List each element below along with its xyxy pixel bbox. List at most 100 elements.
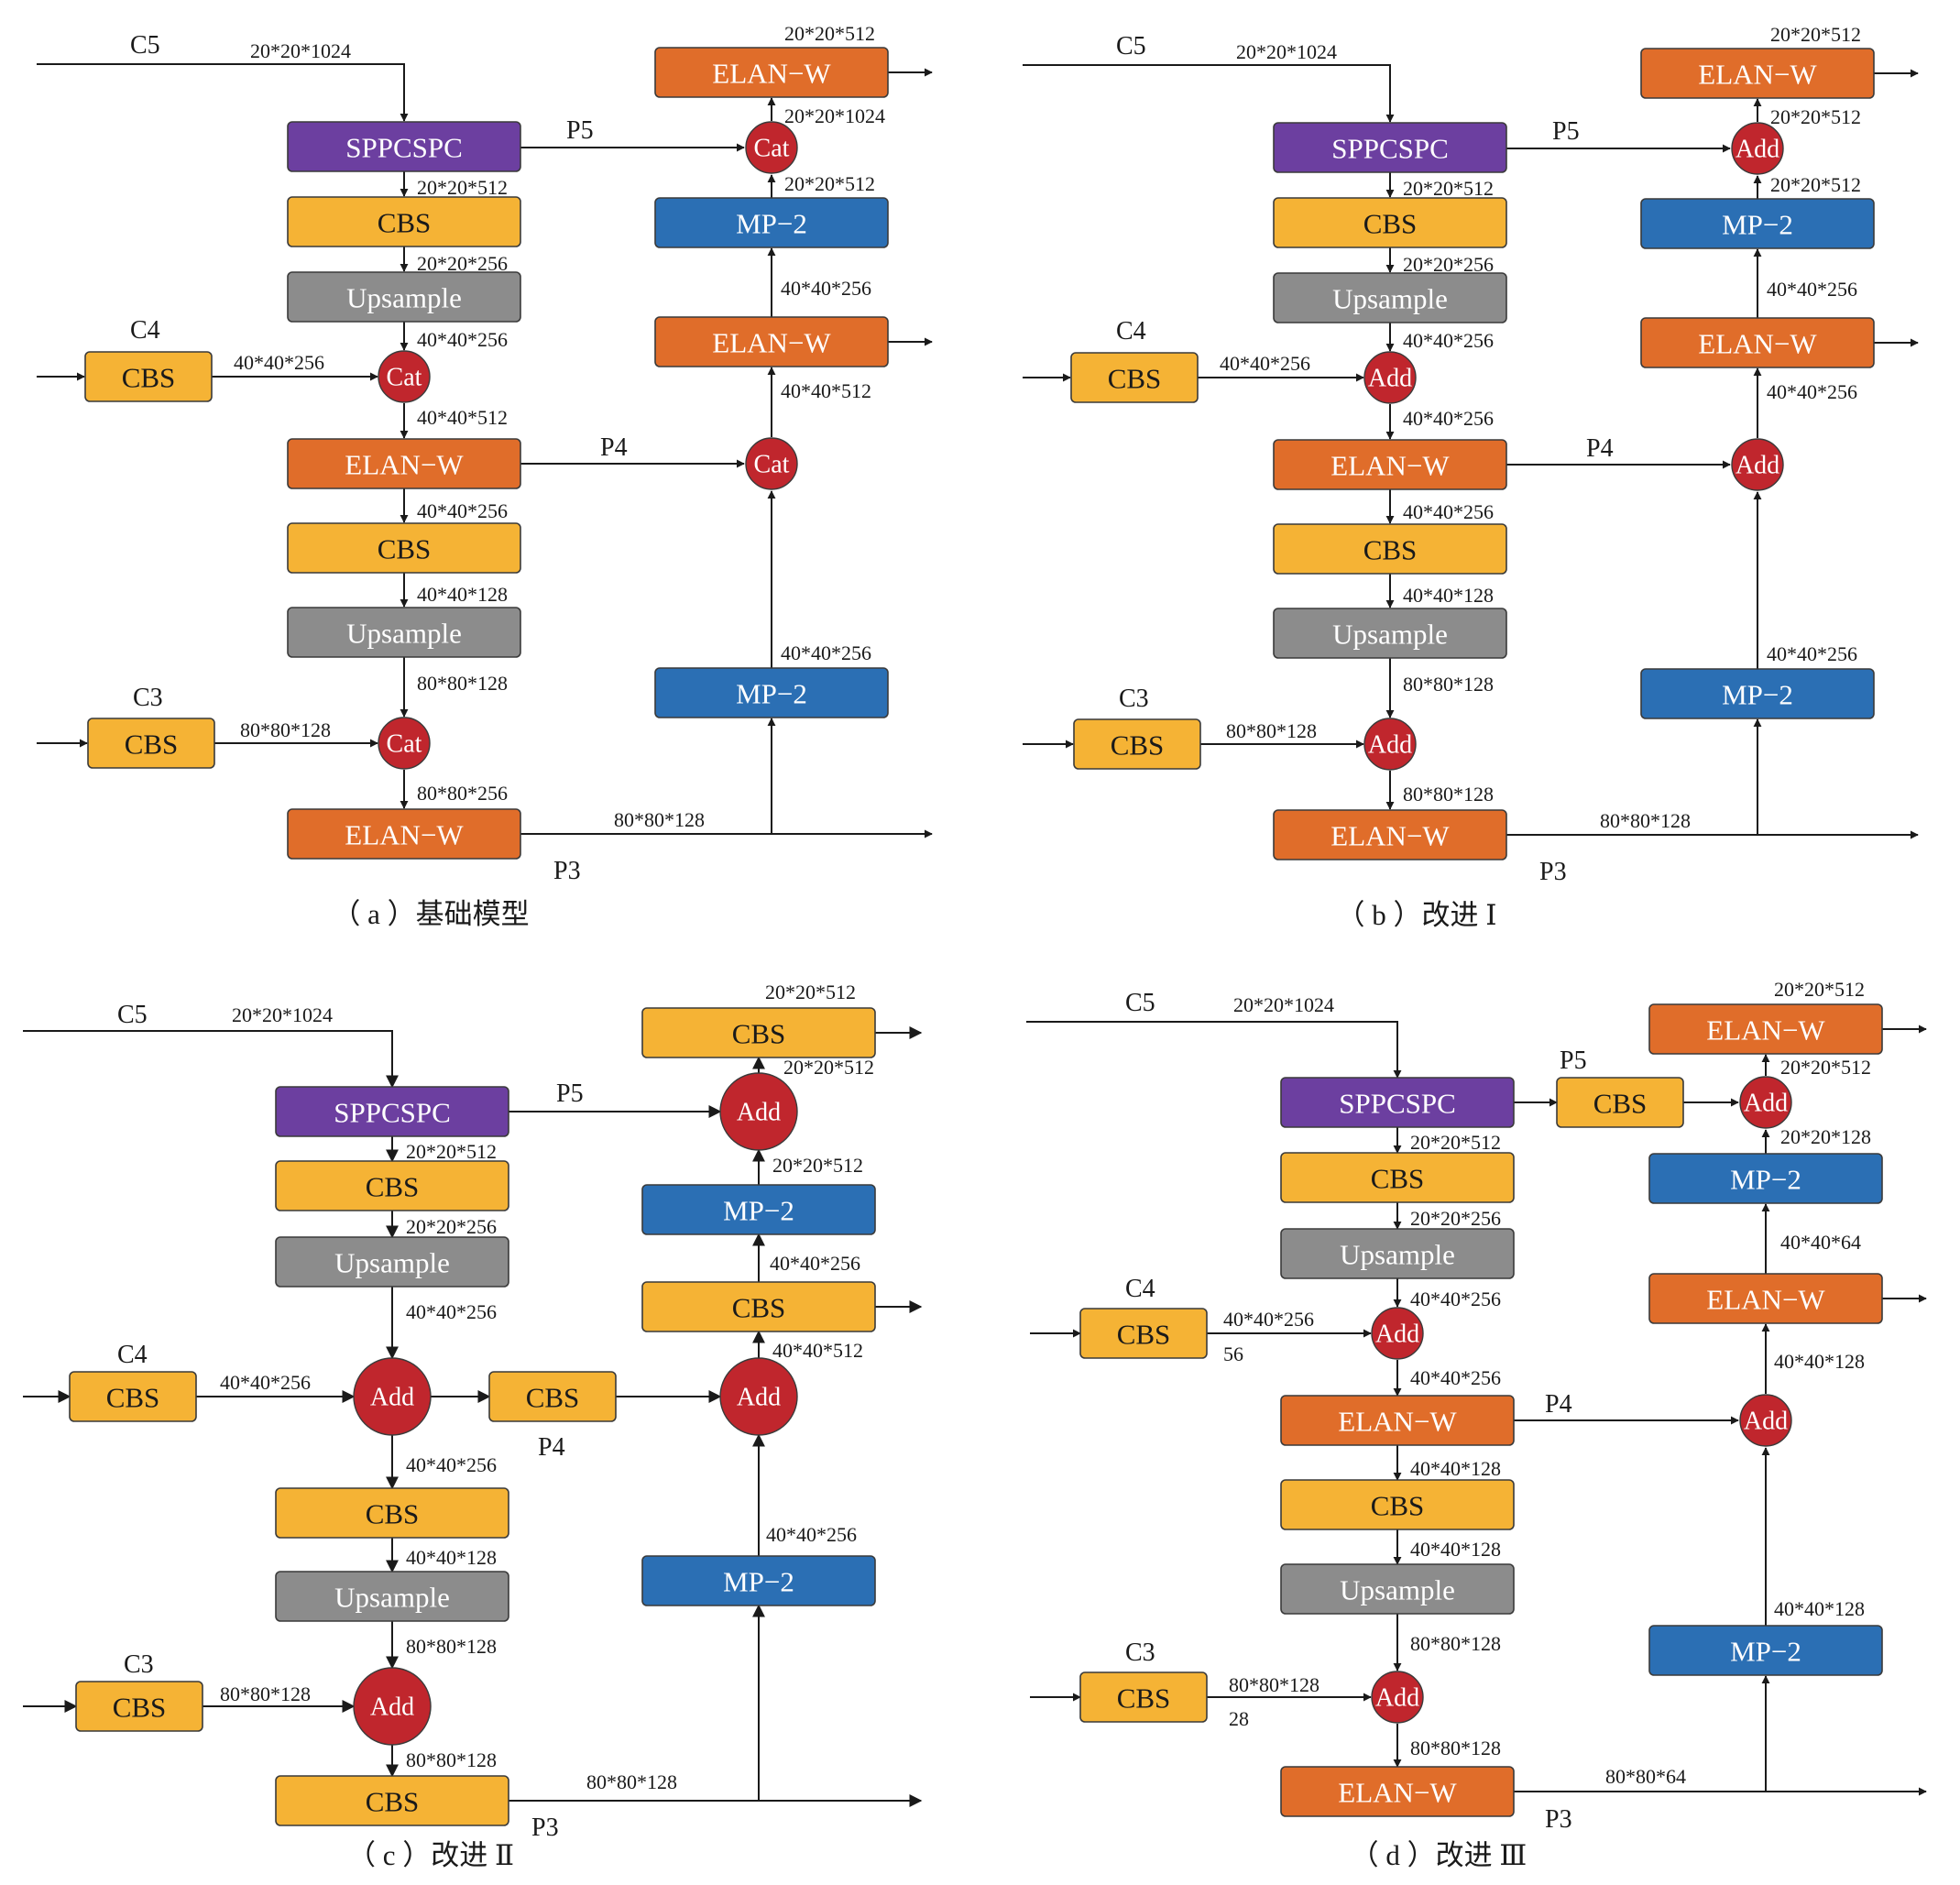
- panel-a-label-d_r1: 40*40*256: [781, 641, 871, 664]
- panel-d-label-d_r6: 20*20*512: [1774, 978, 1865, 1001]
- panel-d-label-c3dim2: 28: [1229, 1707, 1249, 1730]
- panel-a-label-p4: P4: [600, 433, 628, 462]
- panel-a-node-op2: Cat: [378, 717, 431, 770]
- panel-c-caption: （ c ）改进 Ⅱ: [347, 1839, 514, 1871]
- panel-c-node-sppcspc: SPPCSPC: [275, 1086, 509, 1137]
- panel-d-op-circle: [1739, 1394, 1792, 1447]
- panel-a-node-label: SPPCSPC: [345, 132, 463, 164]
- panel-b-edge: [1023, 64, 1395, 123]
- panel-d-node-label: Add: [1375, 1684, 1419, 1713]
- panel-b-node-c3cbs: CBS: [1073, 718, 1201, 770]
- panel-d-node-op1: Add: [1371, 1307, 1424, 1360]
- panel-c-label-d_s7: 80*80*128: [406, 1748, 497, 1771]
- panel-a-node-label: Cat: [754, 135, 790, 163]
- panel-b-node-label: CBS: [1363, 208, 1418, 240]
- panel-d-label-d_s3: 40*40*256: [1410, 1288, 1501, 1310]
- panel-a-node-r_mid: ELAN−W: [654, 316, 889, 367]
- panel-c-node-c4cbs: CBS: [69, 1371, 197, 1422]
- panel-d-label-p3: P3: [1545, 1805, 1572, 1834]
- panel-b-node-label: Upsample: [1332, 619, 1448, 651]
- panel-b-box: [1273, 122, 1507, 173]
- panel-c-box: [488, 1371, 617, 1422]
- panel-c-label-c3dim: 80*80*128: [220, 1682, 311, 1705]
- panel-a-box: [87, 718, 215, 769]
- panel-c-label-d_s5: 40*40*128: [406, 1546, 497, 1569]
- panel-b-node-up1: Upsample: [1273, 272, 1507, 323]
- panel-c-node-cbs3: CBS: [275, 1775, 509, 1826]
- panel-c-node-label: Upsample: [334, 1247, 450, 1279]
- panel-c-label-d_s2: 20*20*256: [406, 1215, 497, 1238]
- panel-a-label-c5: C5: [130, 31, 160, 60]
- panel-d-box: [1280, 1766, 1515, 1817]
- panel-d-node-cbs2: CBS: [1280, 1479, 1515, 1530]
- panel-c-op-circle: [353, 1667, 432, 1746]
- panel-a-node-label: ELAN−W: [345, 819, 464, 851]
- panel-a-label-p3dim: 80*80*128: [614, 808, 705, 831]
- panel-a-node-label: Upsample: [346, 282, 462, 314]
- panel-c-op-circle: [719, 1357, 798, 1436]
- panel-c-box: [275, 1236, 509, 1288]
- panel-c-op-circle: [353, 1357, 432, 1436]
- panel-c-box: [275, 1086, 509, 1137]
- panel-d-label-d_s4: 40*40*256: [1410, 1366, 1501, 1389]
- panel-a-node-label: ELAN−W: [712, 58, 831, 90]
- panel-b-box: [1640, 668, 1875, 719]
- panel-a-box: [654, 47, 889, 98]
- panel-b-node-label: Add: [1368, 731, 1412, 760]
- panel-d-node-label: CBS: [1117, 1682, 1171, 1715]
- panel-b-node-label: Add: [1368, 365, 1412, 393]
- panel-d-label-c5dim: 20*20*1024: [1233, 993, 1334, 1016]
- panel-a-node-cbs2: CBS: [287, 522, 521, 574]
- panel-c-node-label: CBS: [732, 1292, 786, 1324]
- panel-c-label-d_s4: 40*40*256: [406, 1453, 497, 1476]
- panel-b-label-p5: P5: [1552, 117, 1580, 146]
- panel-d-node-sppcspc: SPPCSPC: [1280, 1077, 1515, 1128]
- panel-d-node-c3cbs: CBS: [1079, 1671, 1208, 1723]
- panel-a-label-c3: C3: [133, 684, 163, 712]
- panel-d-caption: （ d ）改进 Ⅲ: [1351, 1839, 1527, 1871]
- panel-c-node-label: Upsample: [334, 1582, 450, 1614]
- panel-b-label-d_r5: 20*20*512: [1770, 105, 1861, 128]
- panel-d-box: [1648, 1153, 1883, 1204]
- panel-a-label-d_s4: 40*40*512: [417, 406, 508, 429]
- panel-c-label-d_r1: 40*40*256: [766, 1523, 857, 1546]
- panel-d-node-mp_up: MP−2: [1648, 1153, 1883, 1204]
- panel-d-label-c3: C3: [1125, 1638, 1155, 1667]
- panel-a-label-c3dim: 80*80*128: [240, 718, 331, 741]
- panel-c-node-cbs1: CBS: [275, 1160, 509, 1211]
- panel-c-label-d_s1: 20*20*512: [406, 1140, 497, 1163]
- panel-d-box: [1280, 1152, 1515, 1203]
- panel-c-node-mp_up: MP−2: [641, 1184, 876, 1235]
- panel-c-label-c4dim: 40*40*256: [220, 1371, 311, 1394]
- panel-b-box: [1640, 198, 1875, 249]
- panel-a-node-op3: Cat: [745, 437, 798, 490]
- panel-b-node-mp_low: MP−2: [1640, 668, 1875, 719]
- panel-d-edge: [1026, 1021, 1402, 1079]
- panel-d-label-d_r2: 40*40*128: [1774, 1350, 1865, 1373]
- panel-b-node-up2: Upsample: [1273, 608, 1507, 659]
- panel-c-node-r_mid: CBS: [641, 1281, 876, 1332]
- panel-a-node-op4: Cat: [745, 121, 798, 174]
- panel-b-label-c4: C4: [1116, 317, 1146, 345]
- panel-d-node-label: MP−2: [1730, 1164, 1801, 1196]
- panel-d-node-up1: Upsample: [1280, 1228, 1515, 1279]
- panel-b-op-circle: [1731, 438, 1784, 491]
- panel-b-label-d_r3: 40*40*256: [1767, 278, 1857, 301]
- panel-b-node-label: SPPCSPC: [1331, 133, 1449, 165]
- panel-b-node-label: MP−2: [1722, 209, 1793, 241]
- panel-b-node-elan2: ELAN−W: [1273, 809, 1507, 860]
- panel-b-box: [1640, 48, 1875, 99]
- panel-c-box: [641, 1281, 876, 1332]
- panel-a-node-label: Cat: [387, 364, 422, 392]
- panel-c-node-op2: Add: [353, 1667, 432, 1746]
- panel-c-label-p3: P3: [531, 1814, 559, 1842]
- panel-c-node-r_top: CBS: [641, 1007, 876, 1058]
- panel-a-node-cbs1: CBS: [287, 196, 521, 247]
- panel-b-label-d_s7: 80*80*128: [1403, 673, 1494, 696]
- panel-d-label-c5: C5: [1125, 989, 1155, 1017]
- panel-d-label-p5: P5: [1560, 1047, 1587, 1075]
- panel-d-box: [1648, 1625, 1883, 1676]
- panel-c-node-label: Add: [370, 1384, 414, 1412]
